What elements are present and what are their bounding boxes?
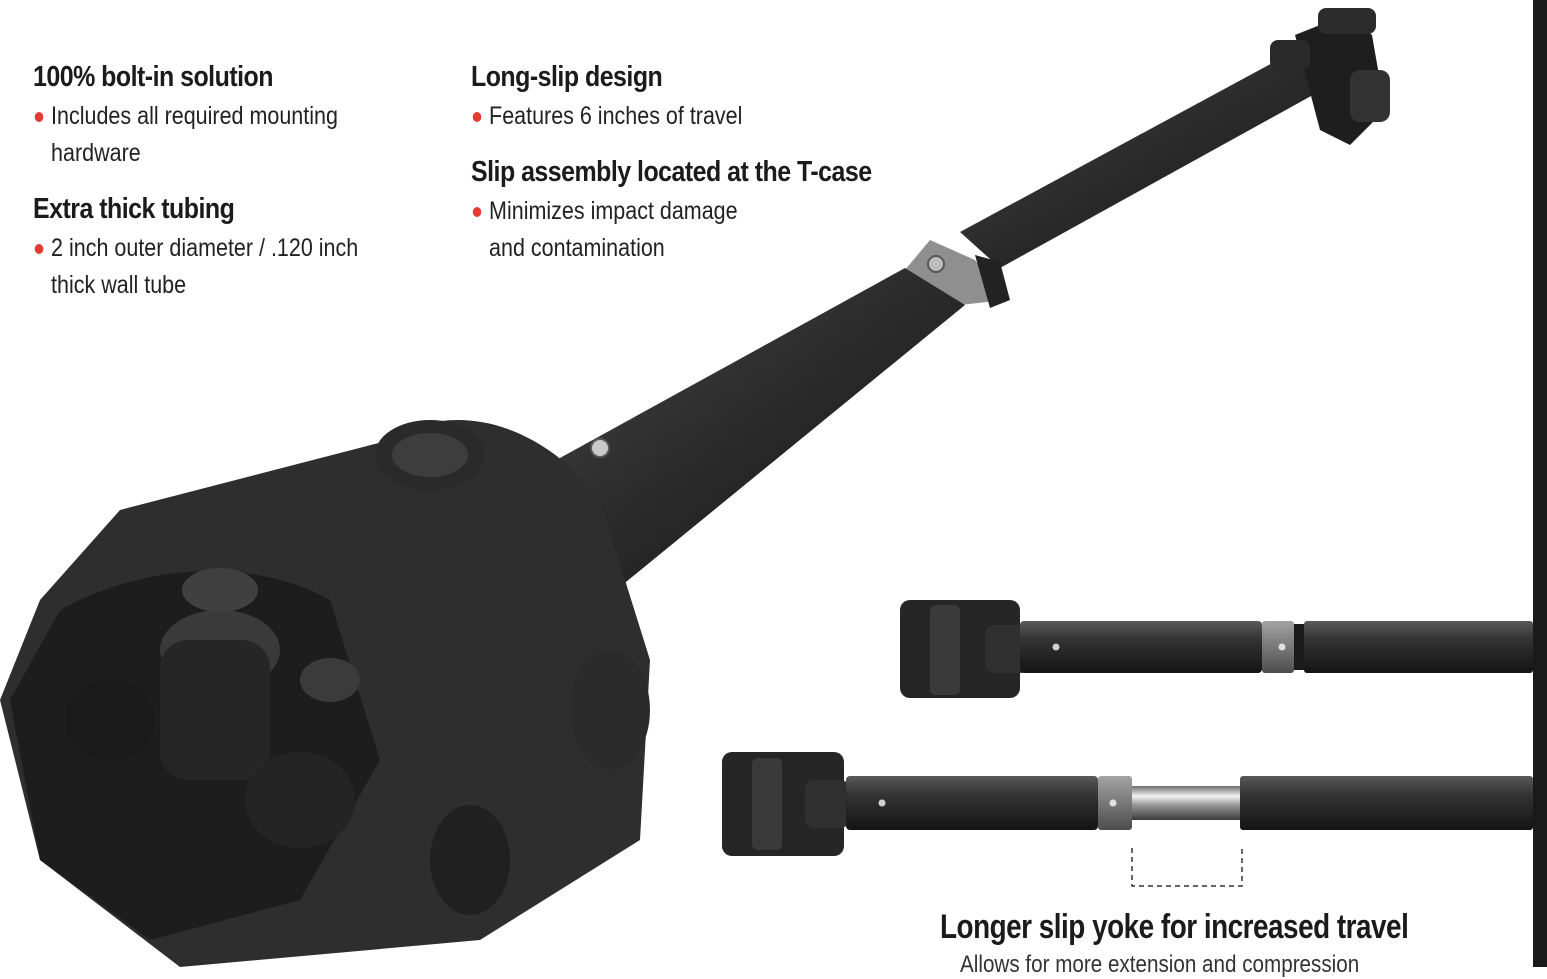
bullet-line-1: 2 inch outer diameter / .120 inch — [51, 234, 359, 262]
bullet-dot-icon — [34, 244, 44, 254]
feature-thick-tubing: Extra thick tubing 2 inch outer diameter… — [33, 192, 411, 304]
bullet-line-1: Features 6 inches of travel — [489, 102, 743, 130]
bullet-dot-icon — [472, 112, 482, 122]
travel-bracket — [1131, 848, 1243, 887]
feature-slip-assembly: Slip assembly located at the T-case Mini… — [471, 155, 937, 267]
bullet-line-1: Minimizes impact damage — [489, 197, 738, 225]
slip-yoke-callout: Longer slip yoke for increased travel Al… — [940, 907, 1420, 979]
callout-subtitle: Allows for more extension and compressio… — [960, 951, 1360, 978]
bullet-dot-icon — [472, 207, 482, 217]
bullet-line-2: hardware — [51, 139, 141, 167]
compressed-driveshaft — [900, 600, 1533, 698]
grease-fitting-lower — [590, 438, 610, 458]
right-edge-strip — [1533, 0, 1547, 967]
bullet-dot-icon — [34, 112, 44, 122]
main-shaft-slip-ring-edge — [975, 255, 1010, 308]
main-shaft-tube-upper — [960, 48, 1340, 268]
feature-bolt-in: 100% bolt-in solution Includes all requi… — [33, 60, 388, 172]
front-yoke — [0, 420, 650, 967]
feature-title: Slip assembly located at the T-case — [471, 156, 872, 188]
bullet-line-1: Includes all required mounting — [51, 102, 338, 130]
feature-bullet: Includes all required mounting hardware — [33, 98, 338, 172]
feature-bullet: Features 6 inches of travel — [471, 98, 742, 135]
bullet-line-2: thick wall tube — [51, 271, 187, 299]
feature-bullet: Minimizes impact damage and contaminatio… — [471, 193, 872, 267]
feature-title: Extra thick tubing — [33, 193, 235, 225]
feature-bullet: 2 inch outer diameter / .120 inch thick … — [33, 230, 358, 304]
extended-driveshaft — [722, 752, 1533, 856]
feature-title: 100% bolt-in solution — [33, 61, 273, 93]
feature-long-slip: Long-slip design Features 6 inches of tr… — [471, 60, 787, 135]
main-shaft-tube-lower — [520, 268, 965, 595]
main-shaft-slip-ring — [905, 240, 1005, 305]
top-yoke — [1270, 8, 1390, 145]
grease-fitting-upper — [927, 255, 945, 273]
feature-title: Long-slip design — [471, 61, 663, 93]
callout-title: Longer slip yoke for increased travel — [940, 908, 1409, 946]
bullet-line-2: and contamination — [489, 234, 665, 262]
